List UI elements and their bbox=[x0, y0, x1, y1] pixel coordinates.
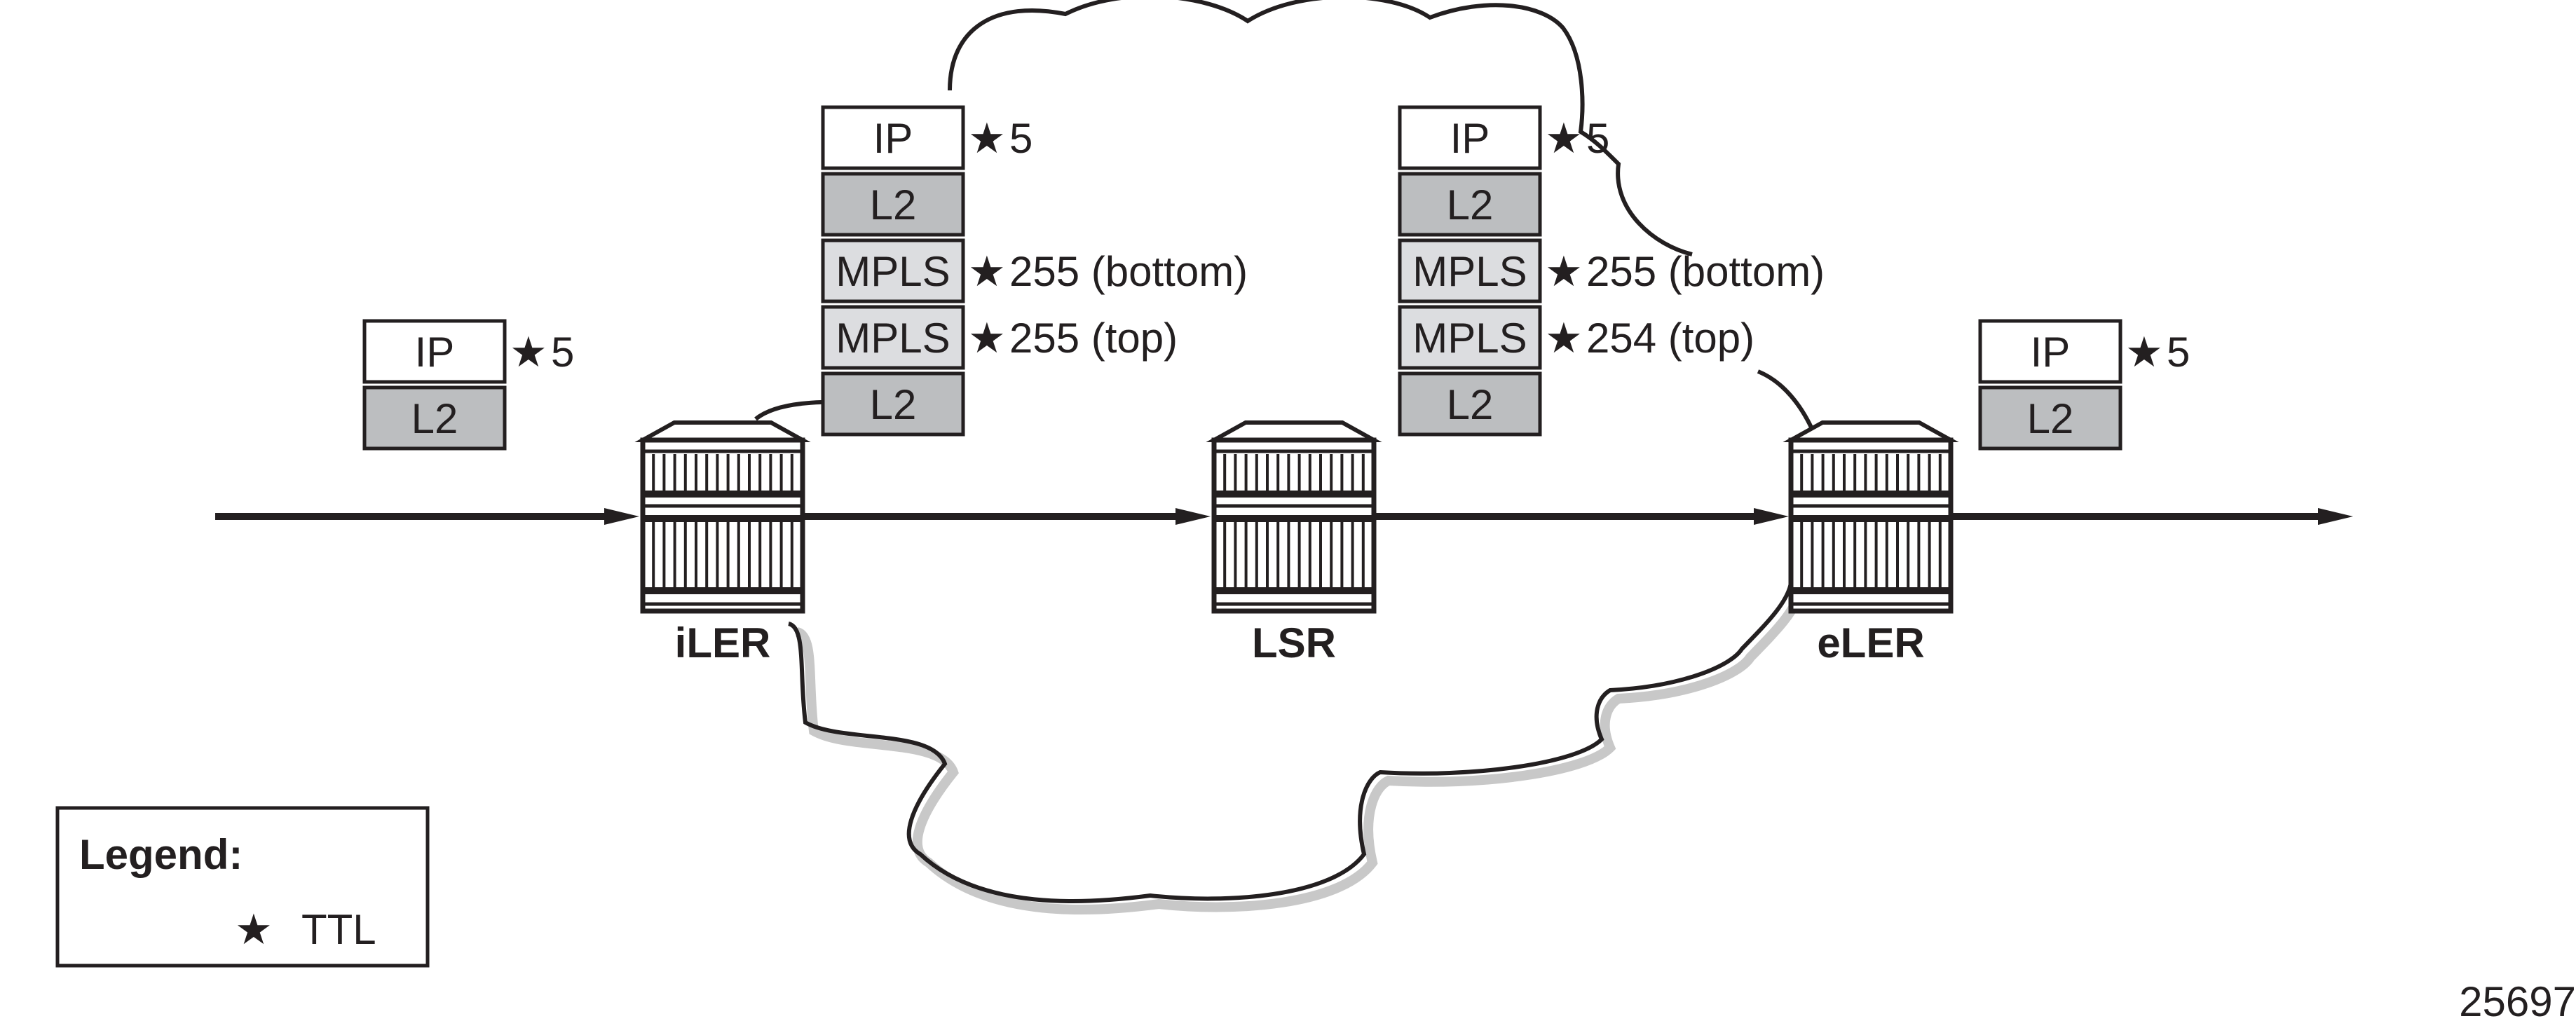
header-label: L2 bbox=[870, 181, 917, 228]
header-mpls bbox=[1398, 238, 1542, 303]
header-label: MPLS bbox=[836, 248, 950, 295]
router-label: LSR bbox=[1252, 619, 1336, 666]
header-l2 bbox=[362, 385, 507, 451]
figure-id: 25697 bbox=[2459, 978, 2576, 1025]
legend-title: Legend: bbox=[79, 831, 243, 878]
header-mpls bbox=[821, 305, 965, 370]
arrowhead-icon bbox=[1175, 508, 1211, 525]
header-label: L2 bbox=[870, 381, 917, 428]
router-body bbox=[1788, 437, 1954, 614]
header-l2 bbox=[821, 371, 965, 437]
ttl-value: 5 bbox=[551, 329, 574, 376]
header-label: MPLS bbox=[836, 315, 950, 362]
header-label: MPLS bbox=[1412, 248, 1527, 295]
star-icon: ★ bbox=[968, 115, 1006, 162]
router-body bbox=[640, 437, 805, 614]
star-icon: ★ bbox=[2125, 329, 2163, 376]
router-label: iLER bbox=[675, 619, 771, 666]
packet-stack-ingress: IP ★5L2 bbox=[362, 319, 574, 451]
packet-stack-egress: IP ★5L2 bbox=[1978, 319, 2190, 451]
legend-item-ttl: TTL bbox=[301, 906, 376, 953]
legend-box bbox=[55, 806, 430, 968]
header-label: MPLS bbox=[1412, 315, 1527, 362]
header-ip bbox=[1398, 105, 1542, 170]
star-icon: ★ bbox=[968, 248, 1006, 295]
router-eler[interactable]: eLER bbox=[1783, 420, 1959, 666]
router-iler[interactable]: iLER bbox=[634, 420, 811, 666]
star-icon: ★ bbox=[1545, 248, 1583, 295]
arrowhead-icon bbox=[2318, 508, 2353, 525]
header-label: IP bbox=[415, 329, 455, 376]
ttl-value: 254 (top) bbox=[1586, 315, 1754, 362]
header-l2 bbox=[1398, 371, 1542, 437]
ttl-value: 255 (top) bbox=[1009, 315, 1178, 362]
legend: Legend: ★ TTL bbox=[55, 806, 430, 968]
ttl-value: 5 bbox=[2167, 329, 2190, 376]
cloud-outline-left bbox=[754, 400, 822, 421]
network-cloud bbox=[754, 0, 1814, 914]
header-label: IP bbox=[2031, 329, 2071, 376]
header-label: L2 bbox=[1447, 381, 1494, 428]
cloud-outline-right bbox=[1757, 369, 1814, 430]
star-icon: ★ bbox=[1545, 315, 1583, 362]
header-mpls bbox=[1398, 305, 1542, 370]
router-roof bbox=[1206, 420, 1382, 442]
header-label: L2 bbox=[1447, 181, 1494, 228]
header-l2 bbox=[1978, 385, 2122, 451]
header-ip bbox=[362, 319, 507, 384]
header-mpls bbox=[821, 238, 965, 303]
header-ip bbox=[821, 105, 965, 170]
header-label: L2 bbox=[411, 395, 458, 442]
header-label: IP bbox=[873, 115, 913, 162]
ttl-value: 255 (bottom) bbox=[1009, 248, 1248, 295]
router-lsr[interactable]: LSR bbox=[1206, 420, 1382, 666]
cloud-outline bbox=[787, 582, 1793, 903]
router-body bbox=[1211, 437, 1377, 614]
header-label: IP bbox=[1450, 115, 1490, 162]
ttl-value: 5 bbox=[1586, 115, 1609, 162]
ttl-value: 255 (bottom) bbox=[1586, 248, 1825, 295]
arrowhead-icon bbox=[604, 508, 639, 525]
ttl-value: 5 bbox=[1009, 115, 1033, 162]
cloud-shadow bbox=[795, 590, 1804, 914]
arrowhead-icon bbox=[1754, 508, 1789, 525]
star-icon: ★ bbox=[1545, 115, 1583, 162]
header-label: L2 bbox=[2027, 395, 2074, 442]
star-icon: ★ bbox=[235, 906, 273, 953]
header-ip bbox=[1978, 319, 2122, 384]
star-icon: ★ bbox=[968, 315, 1006, 362]
router-roof bbox=[634, 420, 811, 442]
router-roof bbox=[1783, 420, 1959, 442]
header-l2 bbox=[821, 172, 965, 237]
star-icon: ★ bbox=[510, 329, 547, 376]
cloud-outline-top bbox=[948, 0, 1693, 256]
header-l2 bbox=[1398, 172, 1542, 237]
router-label: eLER bbox=[1817, 619, 1924, 666]
